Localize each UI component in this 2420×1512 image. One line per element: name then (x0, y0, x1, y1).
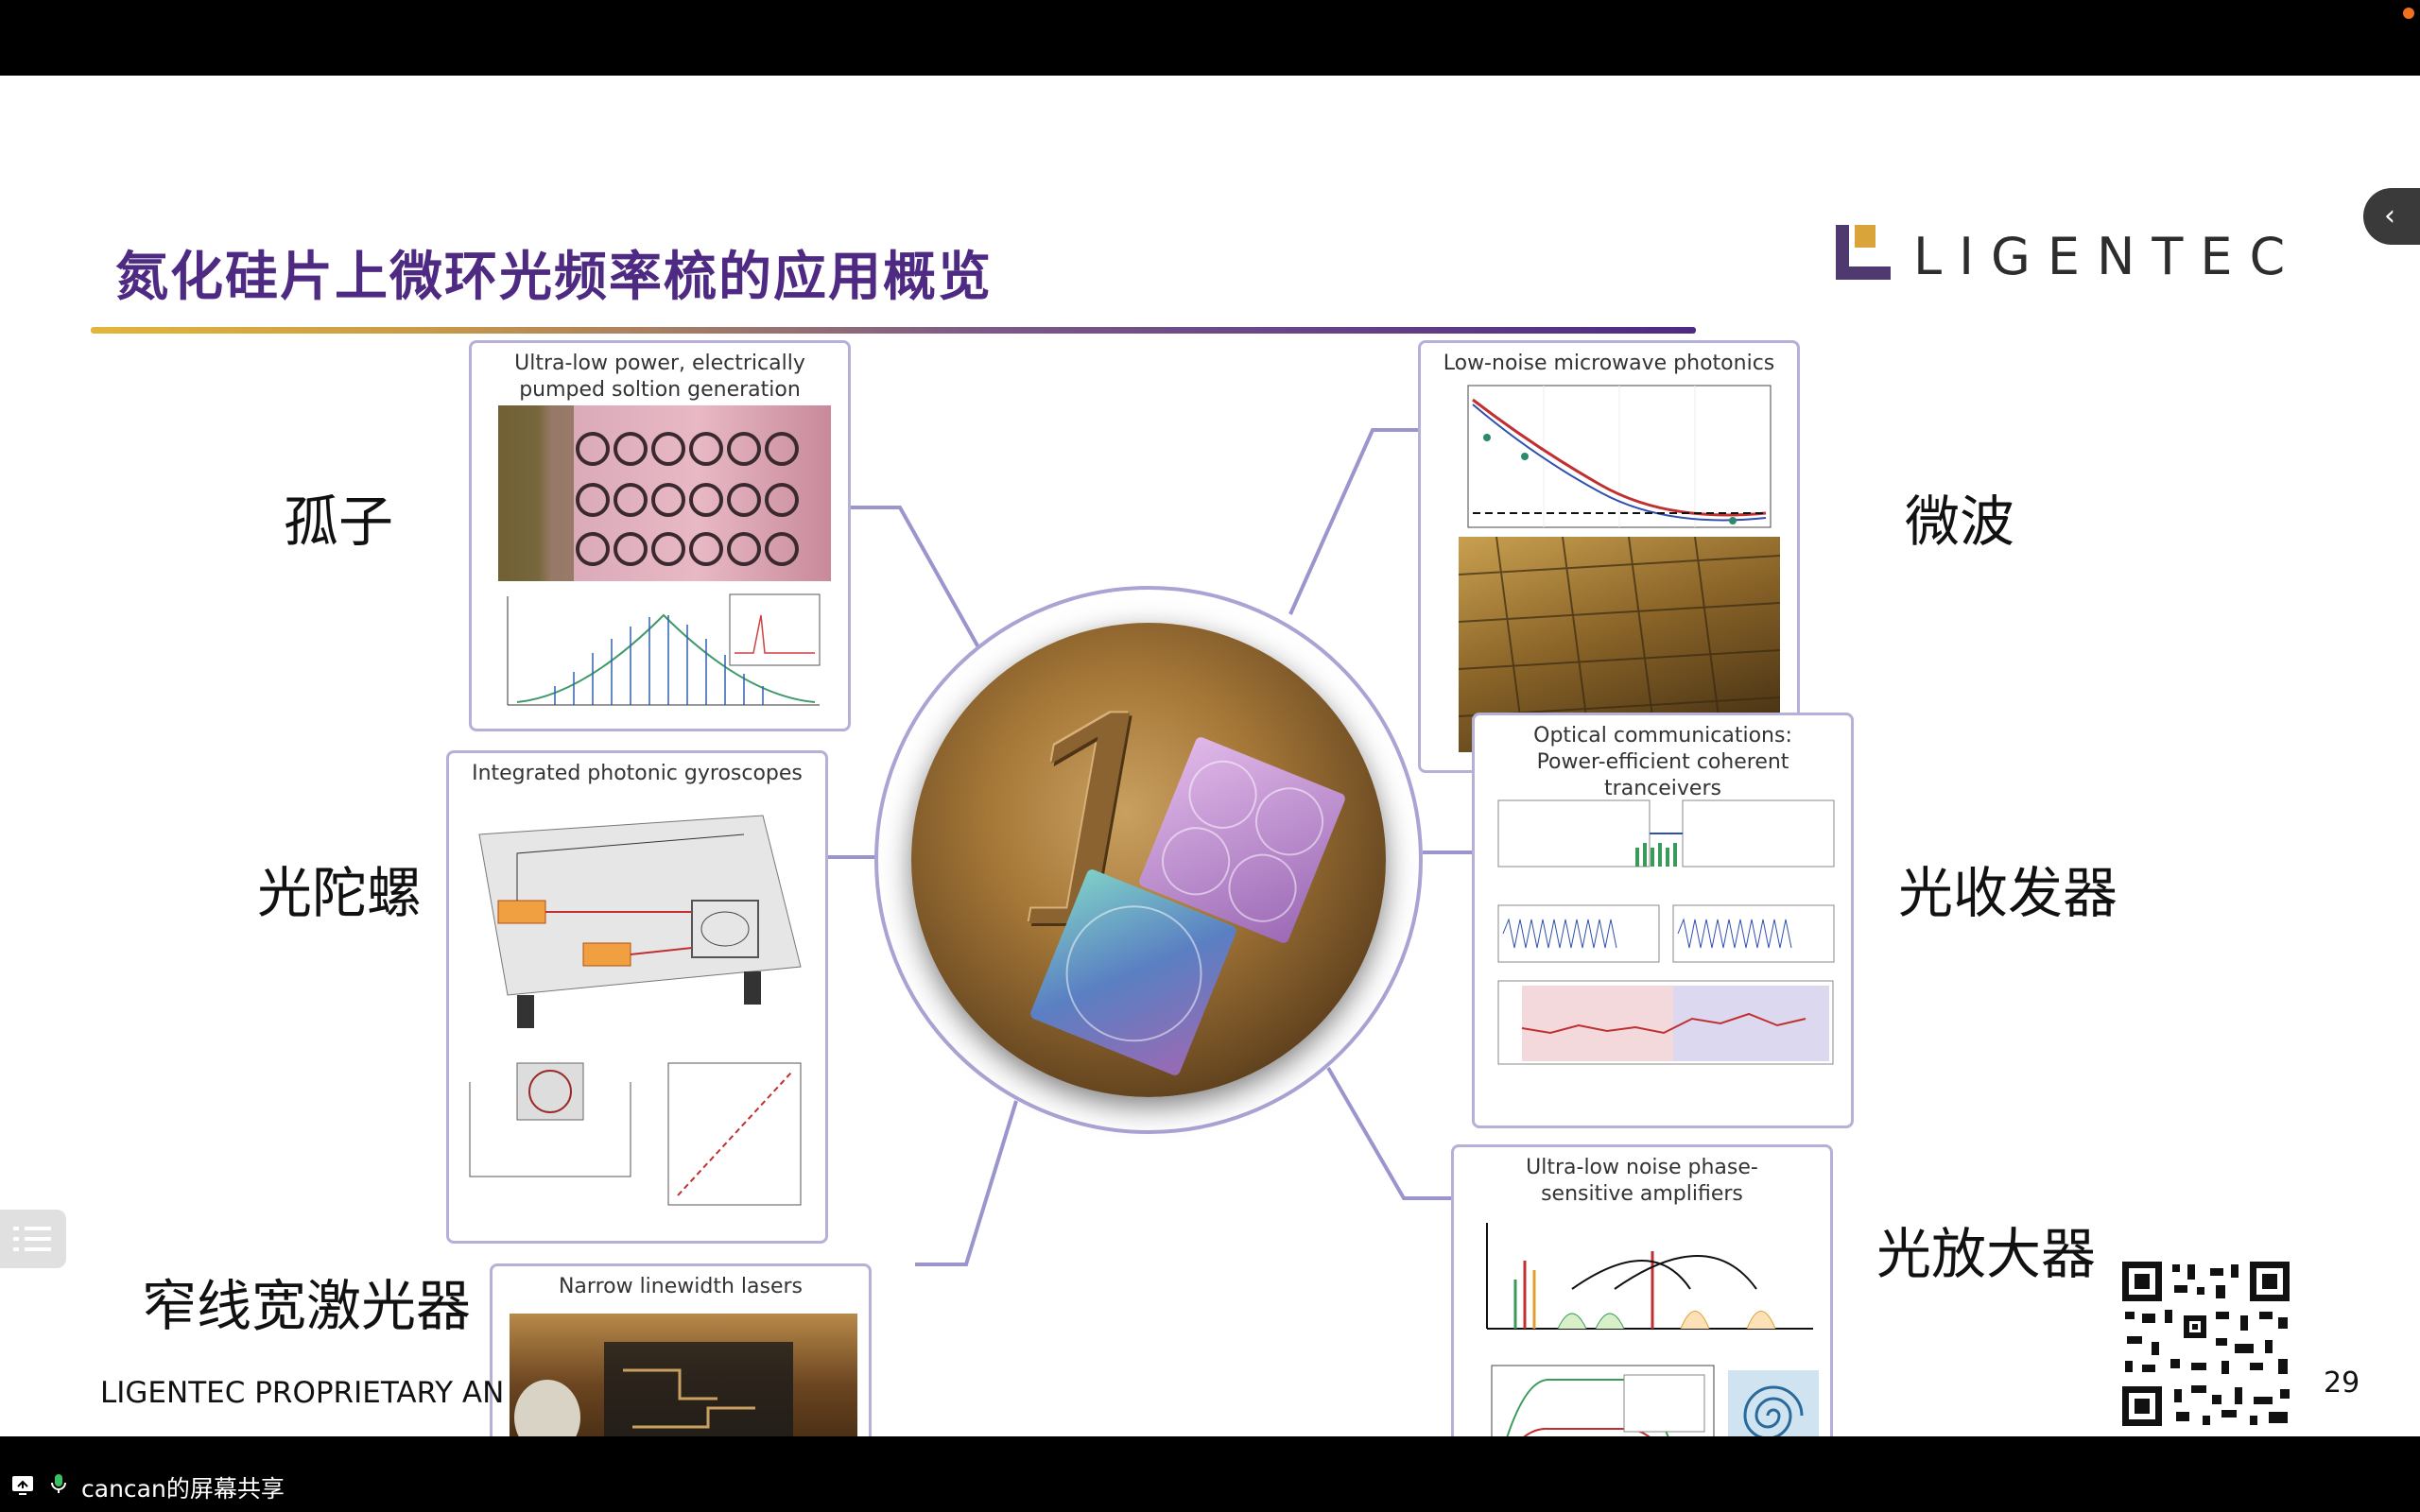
microwave-noise-plot (1449, 381, 1780, 551)
label-soliton: 孤子 (284, 490, 394, 554)
recording-dot-icon (2403, 8, 2414, 19)
panel-comms-title: Optical communications: Power-efficient … (1533, 724, 1792, 800)
gyro-circuit-plot (460, 1054, 820, 1233)
panel-comms: Optical communications: Power-efficient … (1472, 713, 1854, 1128)
panel-soliton: Ultra-low power, electrically pumped sol… (469, 340, 851, 731)
screen-share-icon[interactable] (11, 1474, 34, 1497)
connector-lines (827, 428, 1472, 1266)
panel-microwave-title: Low-noise microwave photonics (1443, 352, 1775, 375)
label-gyro: 光陀螺 (257, 861, 423, 925)
slide-title: 氮化硅片上微环光频率梳的应用概览 (115, 247, 993, 308)
presentation-slide: 氮化硅片上微环光频率梳的应用概览 LIGENTEC ‹ 1 (0, 76, 2420, 1436)
panel-laser: Narrow linewidth lasers (490, 1263, 872, 1436)
amplifier-spiral-photo (1728, 1370, 1819, 1436)
soliton-spectrum-plot (498, 587, 831, 719)
amplifier-spectrum-diagram (1473, 1223, 1817, 1355)
label-laser: 窄线宽激光器 (142, 1274, 472, 1338)
qr-code (2118, 1257, 2297, 1431)
microphone-icon[interactable] (47, 1472, 70, 1495)
panel-amplifier-title: Ultra-low noise phase-sensitive amplifie… (1526, 1156, 1758, 1206)
panel-gyro-title: Integrated photonic gyroscopes (472, 762, 803, 785)
title-underline (91, 327, 1696, 334)
list-menu-icon (13, 1227, 51, 1251)
comms-schematic (1494, 791, 1838, 895)
comms-noise-plot (1494, 976, 1838, 1071)
comms-signal-plots (1494, 901, 1838, 967)
side-panel-toggle[interactable]: ‹ (2363, 188, 2420, 245)
footer-text: LIGENTEC PROPRIETARY AN (100, 1376, 505, 1410)
ligentec-logo-text: LIGENTEC (1913, 227, 2303, 286)
panel-soliton-title: Ultra-low power, electrically pumped sol… (514, 352, 805, 402)
amplifier-gain-plot (1473, 1361, 1719, 1436)
label-transceiver: 光收发器 (1898, 861, 2118, 925)
coin-photo-frame: 1 (874, 586, 1423, 1134)
outline-menu-button[interactable] (0, 1210, 66, 1268)
panel-amplifier: Ultra-low noise phase-sensitive amplifie… (1451, 1144, 1833, 1436)
chevron-left-icon: ‹ (2384, 199, 2395, 232)
panel-laser-title: Narrow linewidth lasers (558, 1275, 804, 1298)
panel-microwave: Low-noise microwave photonics (1418, 340, 1800, 773)
bottom-status-bar: cancan的屏幕共享 (0, 1436, 2420, 1512)
top-bar (0, 0, 2420, 76)
ligentec-logo-mark-icon (1836, 225, 1891, 280)
laser-chip-photo (510, 1314, 857, 1436)
screen-share-label: cancan的屏幕共享 (81, 1475, 285, 1503)
coin-with-chips-image: 1 (911, 623, 1386, 1097)
label-microwave: 微波 (1905, 490, 2015, 554)
gyro-schematic (460, 797, 820, 1042)
soliton-chip-photo (498, 405, 831, 581)
page-number: 29 (2324, 1366, 2360, 1400)
panel-gyro: Integrated photonic gyroscopes (446, 750, 828, 1244)
label-amplifier: 光放大器 (1876, 1222, 2097, 1286)
